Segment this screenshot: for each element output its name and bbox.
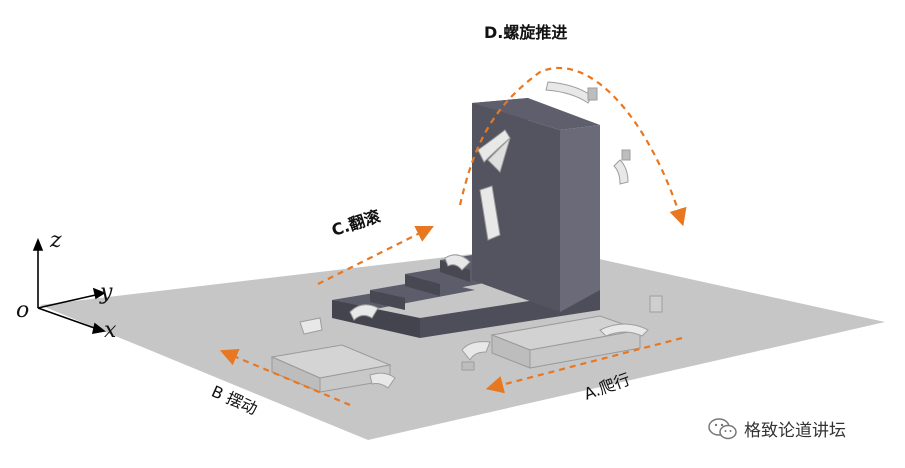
robot-poses [299, 81, 663, 389]
vertical-wall [472, 98, 600, 312]
watermark-text: 格致论道讲坛 [744, 421, 846, 441]
arrow-helix [458, 66, 687, 227]
axis-label-y: y [100, 280, 113, 305]
axis-label-x: x [104, 318, 117, 343]
arrow-roll [317, 226, 434, 285]
axis-label-origin: o [16, 298, 30, 323]
floor-plane [40, 246, 885, 440]
arrow-swing [219, 349, 351, 407]
axis-label-z: z [50, 228, 62, 253]
swing-tray [270, 344, 392, 393]
label-helix: D.螺旋推进 [484, 23, 568, 42]
watermark: 格致论道讲坛 [708, 416, 846, 441]
motion-arrows [219, 66, 687, 407]
wechat-icon [708, 417, 737, 439]
crawl-tray [490, 315, 642, 369]
coordinate-axes [32, 237, 106, 335]
arrow-crawl [485, 336, 683, 394]
